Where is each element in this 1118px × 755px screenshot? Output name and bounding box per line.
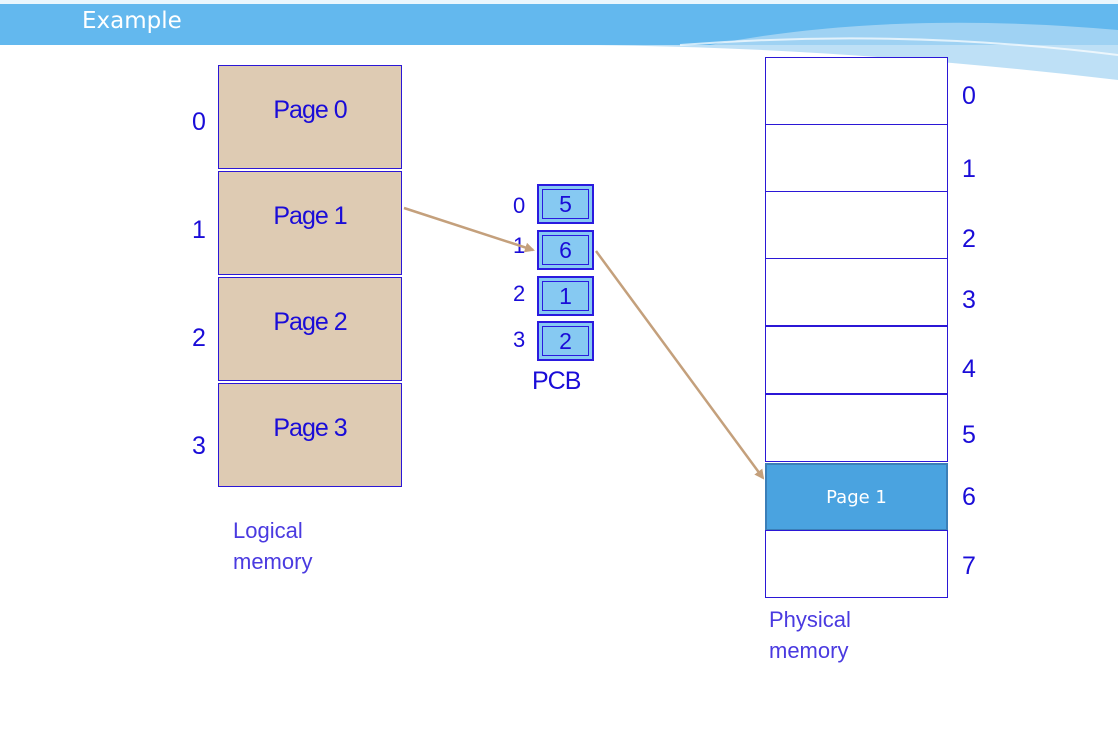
physical-frame-5	[765, 394, 948, 462]
physical-frame-7	[765, 530, 948, 598]
logical-page-label: Page 1	[273, 202, 347, 230]
logical-index-1: 1	[192, 216, 206, 244]
pcb-index-2: 2	[513, 281, 526, 306]
physical-index-5: 5	[962, 421, 976, 449]
physical-index-6: 6	[962, 483, 976, 511]
pcb-entry-3: 2	[537, 321, 594, 361]
header-swoosh	[560, 22, 1118, 80]
pcb-entry-2: 1	[537, 276, 594, 316]
pcb-frame-value: 5	[542, 189, 589, 219]
logical-page-3: Page 3	[218, 383, 402, 487]
logical-page-1: Page 1	[218, 171, 402, 275]
logical-page-0: Page 0	[218, 65, 402, 169]
physical-frame-1	[765, 124, 948, 192]
physical-index-7: 7	[962, 552, 976, 580]
slide-title: Example	[82, 8, 182, 34]
physical-index-1: 1	[962, 155, 976, 183]
pcb-frame-value: 1	[542, 281, 589, 311]
physical-index-0: 0	[962, 82, 976, 110]
physical-frame-6: Page 1	[765, 463, 948, 531]
arrow-pcb-to-frame	[594, 250, 765, 480]
pcb-entry-1: 6	[537, 230, 594, 270]
arrow-page-to-pcb	[403, 206, 535, 253]
logical-page-label: Page 3	[273, 414, 347, 442]
logical-index-0: 0	[192, 108, 206, 136]
pcb-frame-value: 6	[542, 235, 589, 265]
physical-frame-3	[765, 258, 948, 326]
logical-index-3: 3	[192, 432, 206, 460]
physical-memory-caption: Physical memory	[769, 607, 851, 663]
header-top-line	[0, 0, 1118, 4]
logical-page-label: Page 0	[273, 96, 347, 124]
pcb-entry-0: 5	[537, 184, 594, 224]
physical-index-2: 2	[962, 225, 976, 253]
pcb-index-0: 0	[513, 193, 526, 218]
logical-memory-caption: Logical memory	[233, 518, 313, 574]
pcb-label: PCB	[532, 367, 581, 395]
logical-page-2: Page 2	[218, 277, 402, 381]
physical-index-4: 4	[962, 355, 976, 383]
physical-frame-4	[765, 326, 948, 394]
physical-index-3: 3	[962, 286, 976, 314]
logical-index-2: 2	[192, 324, 206, 352]
frame-content: Page 1	[826, 486, 887, 508]
logical-page-label: Page 2	[273, 308, 347, 336]
pcb-index-3: 3	[513, 327, 526, 352]
pcb-frame-value: 2	[542, 326, 589, 356]
physical-frame-0	[765, 57, 948, 125]
